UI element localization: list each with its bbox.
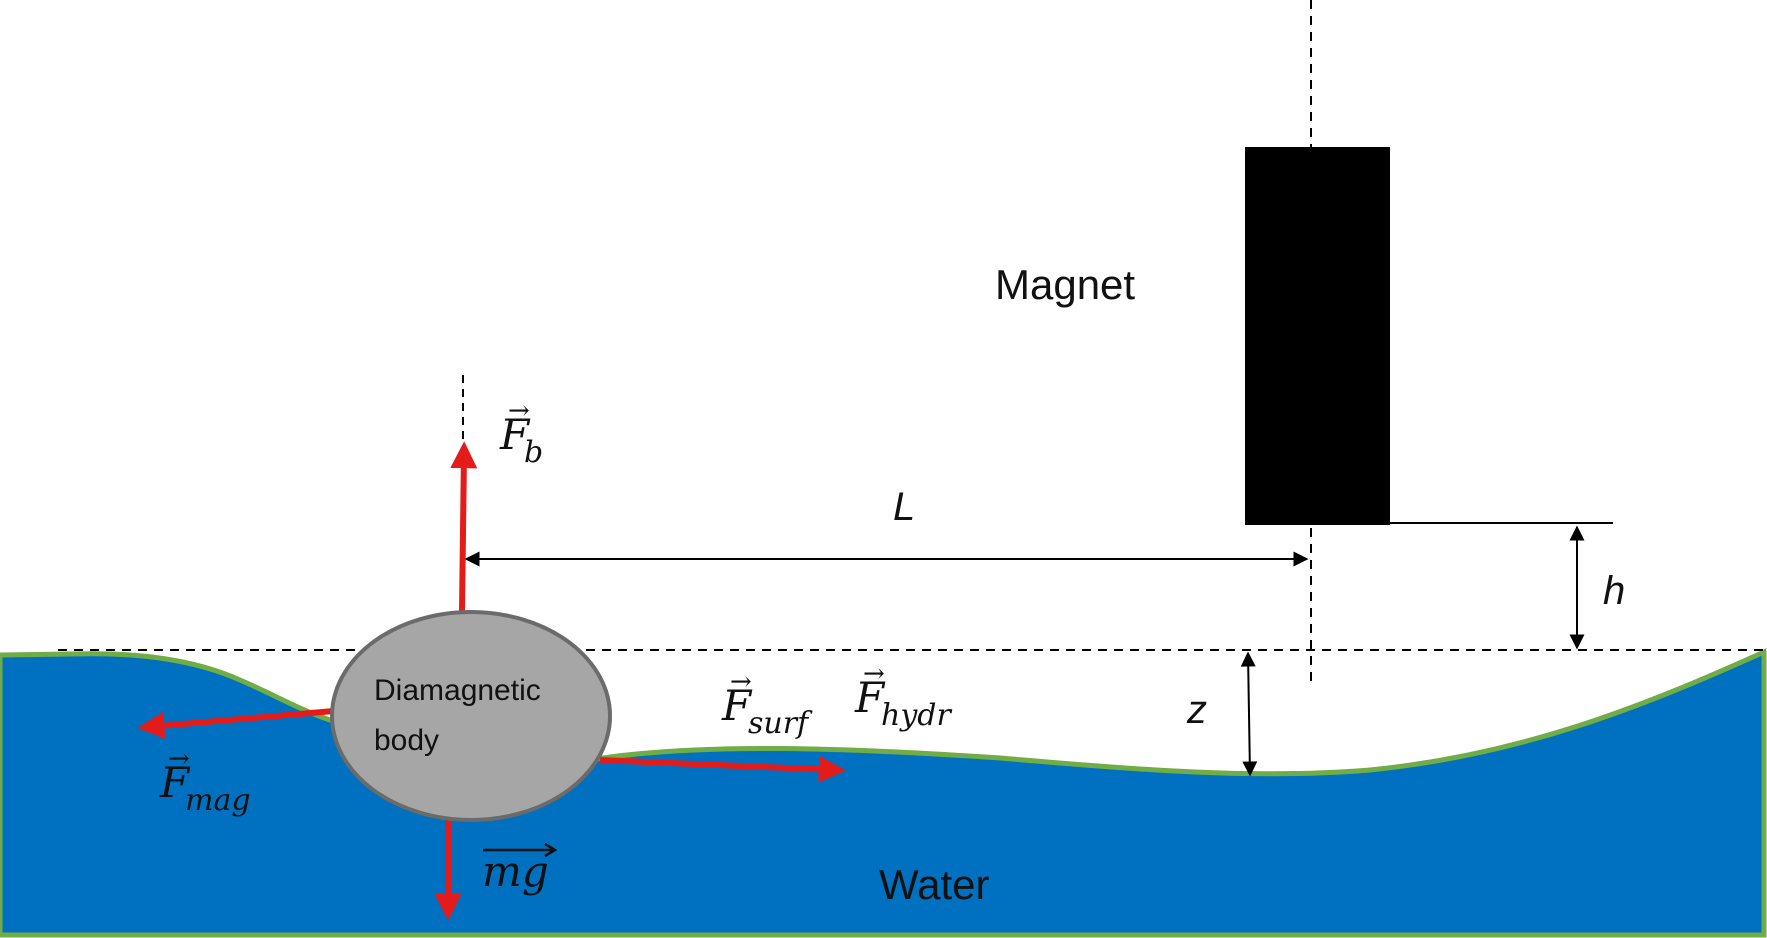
svg-text:F: F bbox=[721, 681, 753, 730]
magnetic-force-label: F mag → bbox=[159, 744, 251, 818]
magnet-block bbox=[1245, 147, 1390, 525]
svg-text:b: b bbox=[524, 435, 543, 470]
svg-text:F: F bbox=[854, 673, 886, 722]
water-label: Water bbox=[879, 861, 989, 908]
svg-text:F: F bbox=[499, 410, 531, 459]
surface-force-label: F surf → bbox=[721, 667, 813, 741]
svg-text:F: F bbox=[159, 758, 191, 807]
hydrodynamic-force-label: F hydr → bbox=[854, 659, 952, 733]
depth-z-arrow bbox=[1240, 651, 1258, 777]
buoyancy-force-arrow bbox=[450, 441, 478, 613]
magnetic-force-arrow bbox=[137, 708, 335, 740]
svg-text:hydr: hydr bbox=[881, 698, 952, 733]
svg-text:mag: mag bbox=[185, 783, 251, 818]
height-h-label: h bbox=[1603, 569, 1625, 613]
buoyancy-force-label: F b → bbox=[499, 396, 543, 470]
svg-text:→: → bbox=[863, 659, 885, 689]
gravity-force-label: mg bbox=[482, 842, 558, 896]
body-label-line2: body bbox=[374, 724, 439, 757]
svg-text:→: → bbox=[168, 744, 190, 774]
svg-text:→: → bbox=[508, 396, 530, 426]
magnet-label: Magnet bbox=[995, 261, 1135, 308]
surface-hydro-force-arrow bbox=[599, 755, 846, 783]
water-body bbox=[0, 648, 1767, 938]
body-label-line1: Diamagnetic bbox=[374, 674, 541, 707]
svg-text:→: → bbox=[730, 667, 752, 697]
diamagnetic-body bbox=[330, 610, 612, 822]
depth-z-label: z bbox=[1186, 688, 1207, 732]
svg-text:surf: surf bbox=[748, 706, 813, 741]
distance-L-label: L bbox=[893, 485, 915, 529]
svg-text:mg: mg bbox=[482, 847, 549, 896]
